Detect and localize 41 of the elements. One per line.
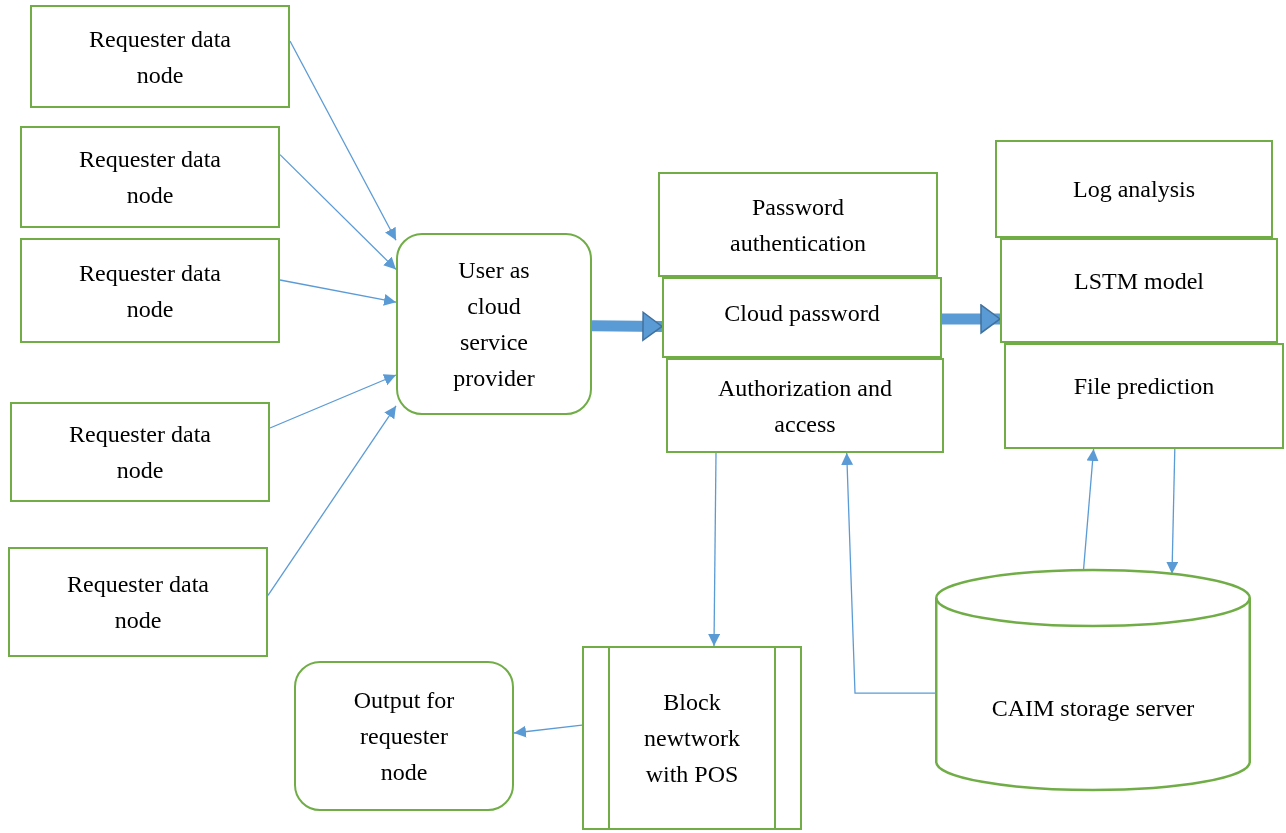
- arrow: [513, 724, 583, 738]
- node-label: Output for requester node: [352, 686, 456, 787]
- node-label: Authorization and access: [717, 373, 893, 439]
- node-label: Password authentication: [729, 192, 867, 258]
- process-box: [8, 547, 268, 657]
- rounded-process-box: [294, 661, 514, 811]
- process-box: [666, 358, 944, 453]
- process-box: [10, 402, 270, 502]
- block-arrow: [942, 304, 1001, 334]
- node-label: Requester data node: [88, 24, 232, 90]
- node-label: Block newtwork with POS: [643, 688, 741, 789]
- node-label: Requester data node: [68, 420, 212, 485]
- process-box: [30, 5, 290, 108]
- node-label: Requester data node: [66, 570, 210, 635]
- node-label: User as cloud service provider: [452, 256, 536, 393]
- node-label: Cloud password: [724, 298, 880, 328]
- node-label: Requester data node: [78, 145, 222, 210]
- arrow: [267, 405, 397, 597]
- arrow: [279, 153, 397, 271]
- node-label: Requester data node: [78, 258, 222, 324]
- arrow: [279, 279, 397, 306]
- process-box: [1000, 238, 1278, 343]
- process-box: [1004, 343, 1284, 449]
- arrow: [1166, 448, 1179, 575]
- process-box: [658, 172, 938, 277]
- process-box: [995, 140, 1273, 238]
- node-label: LSTM model: [1074, 266, 1204, 296]
- rounded-process-box: [396, 233, 592, 415]
- block-arrow: [591, 311, 663, 341]
- predefined-process-box: [582, 646, 802, 830]
- process-box: [662, 277, 942, 358]
- node-label: File prediction: [1073, 372, 1215, 401]
- arrow: [289, 40, 397, 241]
- process-box: [20, 126, 280, 228]
- process-box: [20, 238, 280, 343]
- arrow: [708, 452, 721, 647]
- arrow: [841, 452, 936, 694]
- node-label: CAIM storage server: [991, 694, 1195, 723]
- arrow: [1082, 448, 1099, 571]
- arrow: [269, 374, 397, 429]
- node-label: Log analysis: [1073, 175, 1195, 204]
